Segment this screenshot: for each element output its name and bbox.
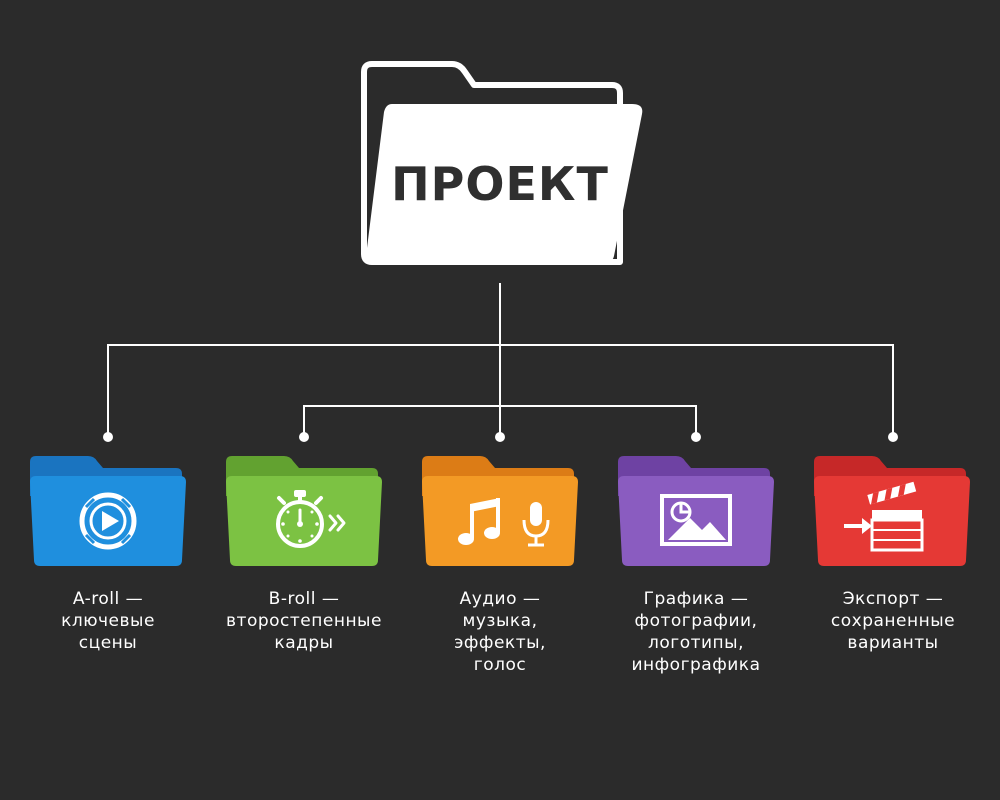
stopwatch-icon [276,490,324,548]
connector-inner-bracket [303,405,697,437]
folder-front [618,476,774,566]
folder-label-line: логотипы, [648,633,744,653]
folder-label-line: A-roll — [72,589,144,609]
folder-front [226,476,382,566]
connector-dot-graphics [691,432,701,442]
folder-a-roll[interactable] [30,456,186,566]
folder-label-line: фотографии, [634,611,758,631]
folder-label-line: кадры [274,633,334,653]
folder-label-line: Графика — [643,589,749,609]
folder-audio[interactable] [422,456,578,566]
folder-label-line: ключевые [61,611,155,631]
music-note-icon [458,498,500,545]
folder-label-line: эффекты, [454,633,546,653]
folder-label-line: B-roll — [268,589,340,609]
connector-dot-a-roll [103,432,113,442]
arrow-right-icon [844,518,872,534]
root-label: ПРОЕКТ [391,157,609,211]
folder-b-roll[interactable] [226,456,382,566]
folder-label-audio: Аудио — музыка, эффекты, голос [400,588,600,676]
folder-label-line: Аудио — [459,589,541,609]
connector-dot-export [888,432,898,442]
folder-export[interactable] [814,456,970,566]
clapperboard-icon [867,481,924,552]
folder-label-line: голос [473,655,527,675]
folder-label-line: Экспорт — [842,589,944,609]
play-icon [79,492,137,550]
folder-label-line: музыка, [462,611,538,631]
folder-label-a-roll: A-roll — ключевые сцены [8,588,208,654]
connector-dots [103,432,898,442]
folder-label-line: сохраненные [830,611,956,631]
folder-icon [361,61,643,265]
connector-dot-b-roll [299,432,309,442]
fast-forward-icon [328,514,346,532]
folder-label-b-roll: B-roll — второстепенные кадры [204,588,404,654]
connector-lines [107,283,894,437]
folder-label-line: инфографика [631,655,761,675]
connector-outer-bracket [107,344,894,437]
microphone-icon [522,502,550,547]
folder-label-graphics: Графика — фотографии, логотипы, инфограф… [596,588,796,676]
folder-label-line: варианты [847,633,939,653]
folder-label-line: сцены [78,633,138,653]
folder-graphics[interactable] [618,456,774,566]
root-folder[interactable]: ПРОЕКТ [361,61,643,265]
image-chart-icon [660,494,732,546]
connector-dot-audio [495,432,505,442]
folder-label-export: Экспорт — сохраненные варианты [793,588,993,654]
folder-label-line: второстепенные [226,611,382,631]
